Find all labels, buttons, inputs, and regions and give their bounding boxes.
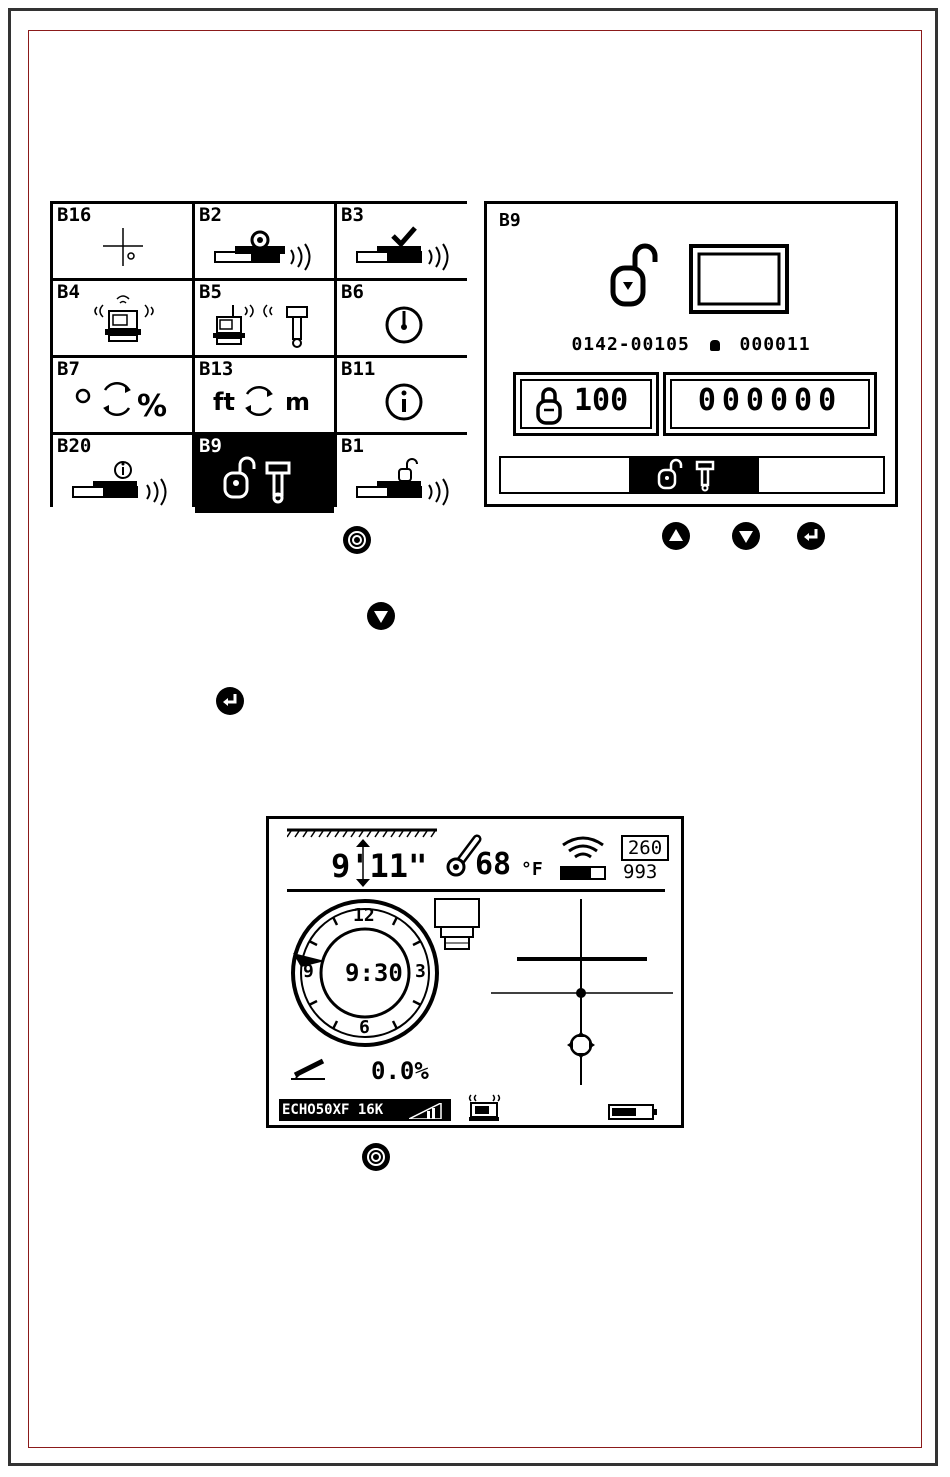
transmitter-info-signal-icon — [53, 435, 192, 513]
enter-button-icon[interactable] — [796, 521, 826, 551]
lock-value: 100 — [574, 383, 628, 418]
b9-action-bar — [499, 456, 885, 494]
unit-ft-label: ft — [213, 388, 235, 416]
signal-strength-value: 993 — [623, 861, 657, 883]
unlock-locator-icon — [629, 458, 759, 492]
unlock-counter: 000011 — [740, 334, 811, 355]
menu-item-b7[interactable]: B7 % — [53, 358, 192, 432]
pitch-readout: 0.0% — [371, 1057, 429, 1085]
clock-9: 9 — [303, 961, 314, 982]
transmitter-unlock-signal-icon — [337, 435, 470, 513]
menu-item-b6[interactable]: B6 — [337, 281, 470, 355]
main-menu-grid: B16 B2 B3 B4 — [50, 201, 467, 507]
clock-3: 3 — [415, 961, 426, 982]
signal-bars-icon — [409, 1103, 445, 1119]
select-button-icon[interactable] — [342, 525, 372, 555]
enter-button-icon[interactable] — [215, 686, 245, 716]
roll-readout: 9:30 — [345, 959, 403, 987]
unlock-icon — [607, 240, 667, 316]
clock-6: 6 — [359, 1017, 370, 1038]
temperature-readout: 68 — [475, 847, 511, 882]
display-frame-icon — [689, 244, 789, 314]
serial-number: 0142-00105 — [571, 334, 689, 355]
lock-icon — [534, 385, 564, 425]
header-divider — [287, 889, 665, 892]
b9-unlock-action[interactable] — [629, 458, 759, 492]
b9-screen-title: B9 — [499, 210, 521, 231]
battery-icon — [607, 1103, 659, 1121]
transmitter-gear-signal-icon — [195, 204, 334, 278]
small-lock-icon — [710, 340, 720, 351]
lock-value-box[interactable]: 100 — [513, 372, 659, 436]
transmitter-status: ECHO50XF 16K — [282, 1102, 383, 1118]
remote-to-locator-icon — [195, 281, 334, 355]
dial-clock-icon — [337, 281, 470, 355]
menu-item-b2[interactable]: B2 — [195, 204, 334, 278]
unlock-code-box[interactable]: 000000 — [663, 372, 877, 436]
crosshair-target-icon — [53, 204, 192, 278]
menu-item-b9[interactable]: B9 — [195, 435, 334, 513]
unit-m-label: m — [285, 388, 310, 416]
remote-display-signal-icon — [53, 281, 192, 355]
signal-strength-icon — [559, 833, 609, 881]
locator-top-icon — [431, 897, 483, 953]
transmitter-check-signal-icon — [337, 204, 470, 278]
pitch-icon — [289, 1057, 329, 1083]
b9-serial-line: 0142-00105 000011 — [487, 334, 895, 355]
up-arrow-button-icon[interactable] — [661, 521, 691, 551]
menu-item-b3[interactable]: B3 — [337, 204, 470, 278]
down-arrow-button-icon[interactable] — [366, 601, 396, 631]
b9-unlock-screen: B9 0142-00105 000011 100 000000 — [484, 201, 898, 507]
status-bar: ECHO50XF 16K — [279, 1099, 451, 1121]
unlock-code-value: 000000 — [666, 383, 874, 418]
menu-item-b1[interactable]: B1 — [337, 435, 470, 513]
down-arrow-button-icon[interactable] — [731, 521, 761, 551]
select-button-icon[interactable] — [361, 1142, 391, 1172]
degrees-percent-toggle-icon: % — [53, 358, 192, 432]
svg-text:%: % — [137, 389, 167, 424]
clock-12: 12 — [353, 905, 375, 926]
menu-item-b20[interactable]: B20 — [53, 435, 192, 513]
info-icon — [337, 358, 470, 432]
menu-item-b13[interactable]: B13 ft m — [195, 358, 334, 432]
depth-readout: 9'11" — [331, 847, 427, 885]
locate-screen: 9'11" 68 °F 260 993 12 3 6 9 — [266, 816, 684, 1128]
frequency-band: 260 — [621, 835, 669, 861]
locate-crosshair-display — [487, 899, 677, 1089]
temperature-unit: °F — [521, 859, 543, 880]
menu-item-b5[interactable]: B5 — [195, 281, 334, 355]
unlock-locator-icon — [195, 435, 334, 513]
menu-item-b16[interactable]: B16 — [53, 204, 192, 278]
remote-telemetry-icon — [465, 1093, 505, 1123]
menu-item-b11[interactable]: B11 — [337, 358, 470, 432]
menu-item-b4[interactable]: B4 — [53, 281, 192, 355]
